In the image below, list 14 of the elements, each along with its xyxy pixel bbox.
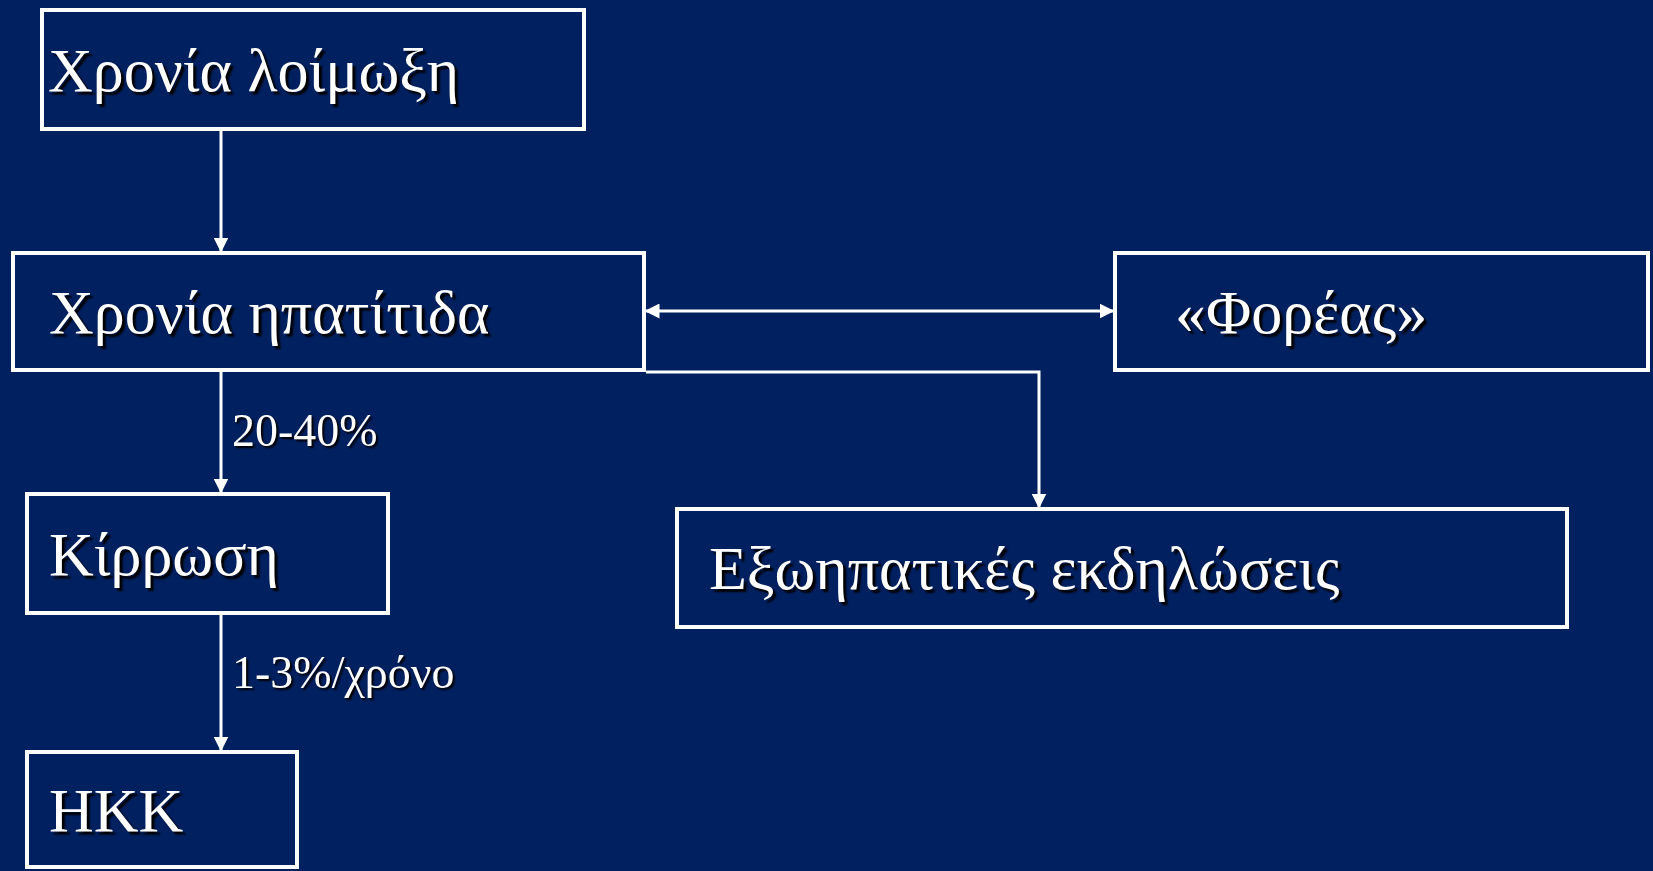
- edge-label: 1-3%/χρόνο: [232, 650, 455, 696]
- arrow: [213, 615, 229, 752]
- arrow: [213, 372, 229, 494]
- process-box: [40, 8, 586, 131]
- box-label: ΗΚΚ: [49, 778, 184, 841]
- arrow: [646, 370, 1047, 509]
- process-box: [1113, 251, 1650, 372]
- process-box: [25, 750, 299, 869]
- edge-label: 20-40%: [232, 408, 378, 454]
- arrow: [213, 131, 229, 253]
- arrow: [644, 303, 1115, 319]
- process-box: [11, 251, 646, 372]
- process-box: [675, 507, 1569, 629]
- process-box: [25, 492, 390, 615]
